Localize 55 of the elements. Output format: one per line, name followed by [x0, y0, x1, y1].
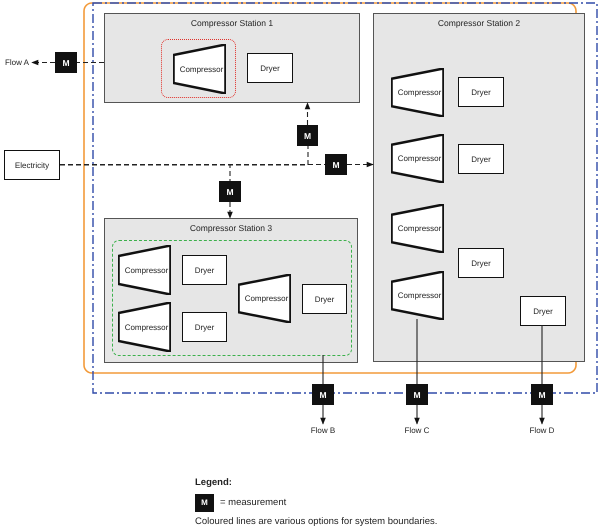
compressor-symbol	[118, 302, 171, 352]
legend-heading: Legend:	[195, 477, 232, 488]
station-title: Compressor Station 2	[436, 18, 522, 28]
compressor-label: Compressor	[398, 88, 442, 97]
note-text: Coloured lines are various options for system boundaries.	[195, 516, 438, 527]
station-panel	[104, 13, 360, 103]
compressor-label: Compressor	[398, 291, 442, 300]
connector-arrow	[414, 405, 420, 425]
compressor-label: Compressor	[180, 64, 224, 74]
compressor-label: Compressor	[398, 154, 442, 163]
flow-label: Flow A	[2, 56, 32, 69]
dryer-box: Dryer	[302, 284, 347, 314]
compressor-symbol	[391, 134, 444, 183]
connector-arrow	[227, 202, 233, 219]
dryer-box: Dryer	[458, 144, 504, 174]
source-box: Electricity	[4, 150, 60, 180]
flow-label: Flow C	[401, 424, 433, 437]
dryer-box: Dryer	[182, 255, 227, 285]
measurement-symbol: M	[195, 494, 214, 512]
connector-arrow	[539, 405, 545, 425]
boundary-outline	[161, 39, 236, 98]
dryer-box: Dryer	[182, 312, 227, 342]
connector-arrow	[304, 102, 310, 125]
flow-label: Flow D	[526, 424, 558, 437]
dryer-box: Dryer	[458, 248, 504, 278]
flow-label: Flow B	[307, 424, 339, 437]
dryer-box: Dryer	[458, 77, 504, 107]
measurement-box: M	[406, 384, 428, 405]
connector-arrow	[320, 405, 326, 425]
compressor-symbol	[391, 68, 444, 117]
legend-text: = measurement	[220, 497, 286, 508]
measurement-box: M	[297, 125, 318, 146]
dryer-box: Dryer	[520, 296, 566, 326]
station-panel	[373, 13, 585, 362]
measurement-box: M	[325, 154, 347, 175]
compressor-label: Compressor	[124, 266, 168, 274]
compressor-label: Compressor	[398, 224, 442, 233]
boundary-outline	[112, 240, 352, 356]
station-title: Compressor Station 1	[190, 18, 274, 28]
station-panel	[104, 218, 358, 363]
dryer-box: Dryer	[247, 53, 293, 83]
measurement-box: M	[531, 384, 553, 405]
compressor-label: Compressor	[124, 322, 168, 332]
compressor-label: Compressor	[244, 294, 288, 303]
compressor-symbol	[391, 271, 444, 320]
compressor-symbol	[173, 44, 226, 94]
connector-arrow	[31, 60, 55, 66]
compressor-symbol	[238, 274, 291, 323]
measurement-box: M	[219, 181, 241, 202]
compressor-symbol	[391, 204, 444, 253]
measurement-box: M	[312, 384, 334, 405]
compressor-symbol	[118, 245, 171, 295]
measurement-box: M	[55, 52, 77, 73]
station-title: Compressor Station 3	[188, 223, 274, 233]
connector-arrow	[347, 162, 374, 168]
